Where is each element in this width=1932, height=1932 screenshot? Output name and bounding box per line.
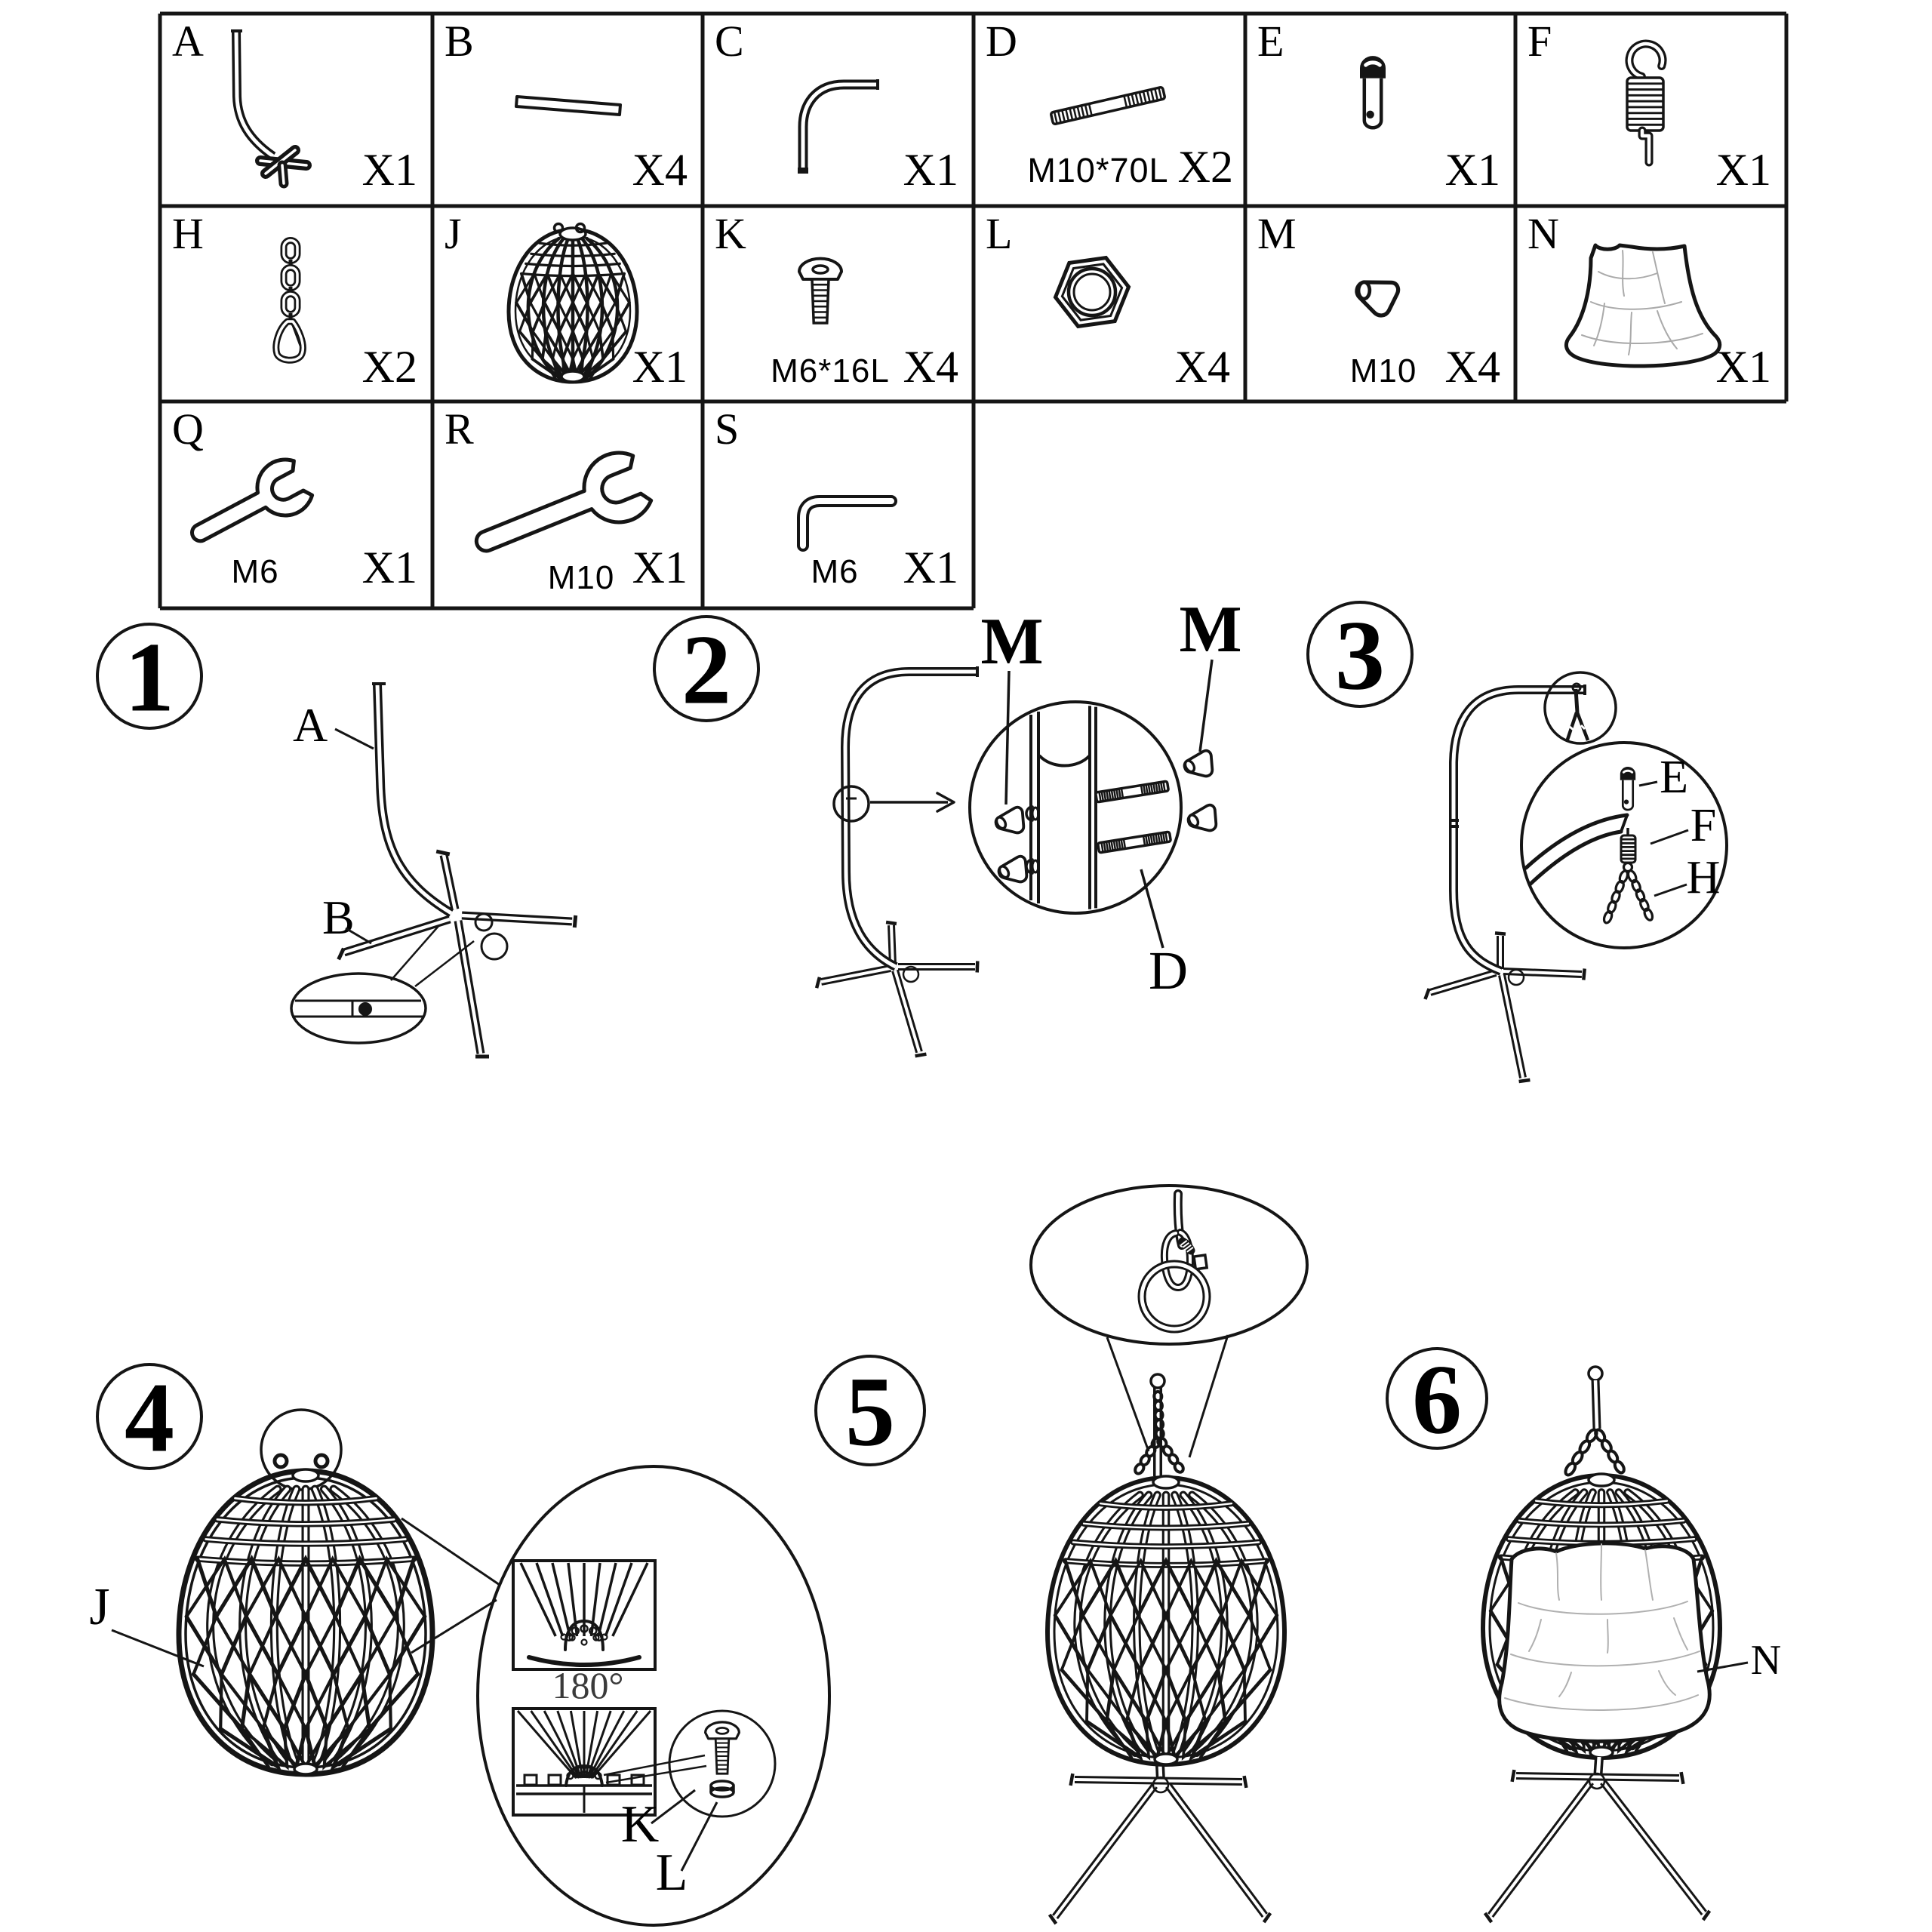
svg-text:Q: Q <box>172 405 204 454</box>
svg-text:N: N <box>1527 209 1559 258</box>
svg-text:A: A <box>293 698 328 752</box>
svg-text:K: K <box>621 1795 660 1854</box>
svg-text:B: B <box>445 17 474 66</box>
svg-text:M: M <box>1257 209 1297 258</box>
svg-text:M: M <box>980 605 1043 678</box>
svg-text:X1: X1 <box>903 543 958 592</box>
svg-text:5: 5 <box>845 1356 895 1467</box>
svg-text:H: H <box>1687 852 1721 903</box>
svg-text:F: F <box>1527 17 1552 66</box>
svg-text:X1: X1 <box>632 543 688 592</box>
svg-text:X1: X1 <box>903 145 958 195</box>
svg-text:M6: M6 <box>811 553 858 590</box>
svg-text:H: H <box>172 209 204 258</box>
svg-text:1: 1 <box>125 622 174 733</box>
svg-text:M6*16L: M6*16L <box>771 352 890 389</box>
svg-text:D: D <box>986 17 1017 66</box>
svg-text:B: B <box>322 891 355 944</box>
svg-text:C: C <box>715 17 744 66</box>
svg-text:X1: X1 <box>1445 145 1500 195</box>
svg-text:E: E <box>1257 17 1284 66</box>
svg-text:S: S <box>715 405 739 454</box>
svg-text:A: A <box>172 17 204 66</box>
svg-text:M: M <box>1179 593 1241 666</box>
svg-text:X4: X4 <box>1175 342 1230 392</box>
svg-text:2: 2 <box>681 614 731 725</box>
svg-text:E: E <box>1660 752 1688 803</box>
svg-text:6: 6 <box>1412 1344 1462 1455</box>
svg-text:K: K <box>715 209 746 258</box>
svg-text:X1: X1 <box>1716 145 1771 195</box>
svg-text:N: N <box>1751 1637 1781 1684</box>
svg-text:D: D <box>1149 940 1188 1001</box>
svg-text:X1: X1 <box>362 543 417 592</box>
svg-text:J: J <box>445 209 462 258</box>
svg-text:X1: X1 <box>1716 342 1771 392</box>
svg-text:M10*70L: M10*70L <box>1027 151 1168 189</box>
svg-text:F: F <box>1690 800 1716 851</box>
svg-text:J: J <box>89 1578 109 1636</box>
svg-text:X2: X2 <box>362 342 417 392</box>
svg-text:180°: 180° <box>552 1664 624 1706</box>
svg-text:M10: M10 <box>1350 352 1417 389</box>
svg-text:M10: M10 <box>548 559 615 596</box>
svg-text:4: 4 <box>125 1362 174 1473</box>
svg-text:M6: M6 <box>231 553 278 590</box>
svg-text:L: L <box>986 209 1012 258</box>
svg-text:L: L <box>656 1844 688 1902</box>
svg-text:X2: X2 <box>1178 142 1233 192</box>
svg-text:X1: X1 <box>362 145 417 195</box>
svg-text:3: 3 <box>1335 600 1385 711</box>
svg-text:X4: X4 <box>632 145 688 195</box>
svg-text:X4: X4 <box>1445 342 1500 392</box>
svg-text:X4: X4 <box>903 342 958 392</box>
svg-text:R: R <box>445 405 474 454</box>
svg-text:X1: X1 <box>632 342 688 392</box>
